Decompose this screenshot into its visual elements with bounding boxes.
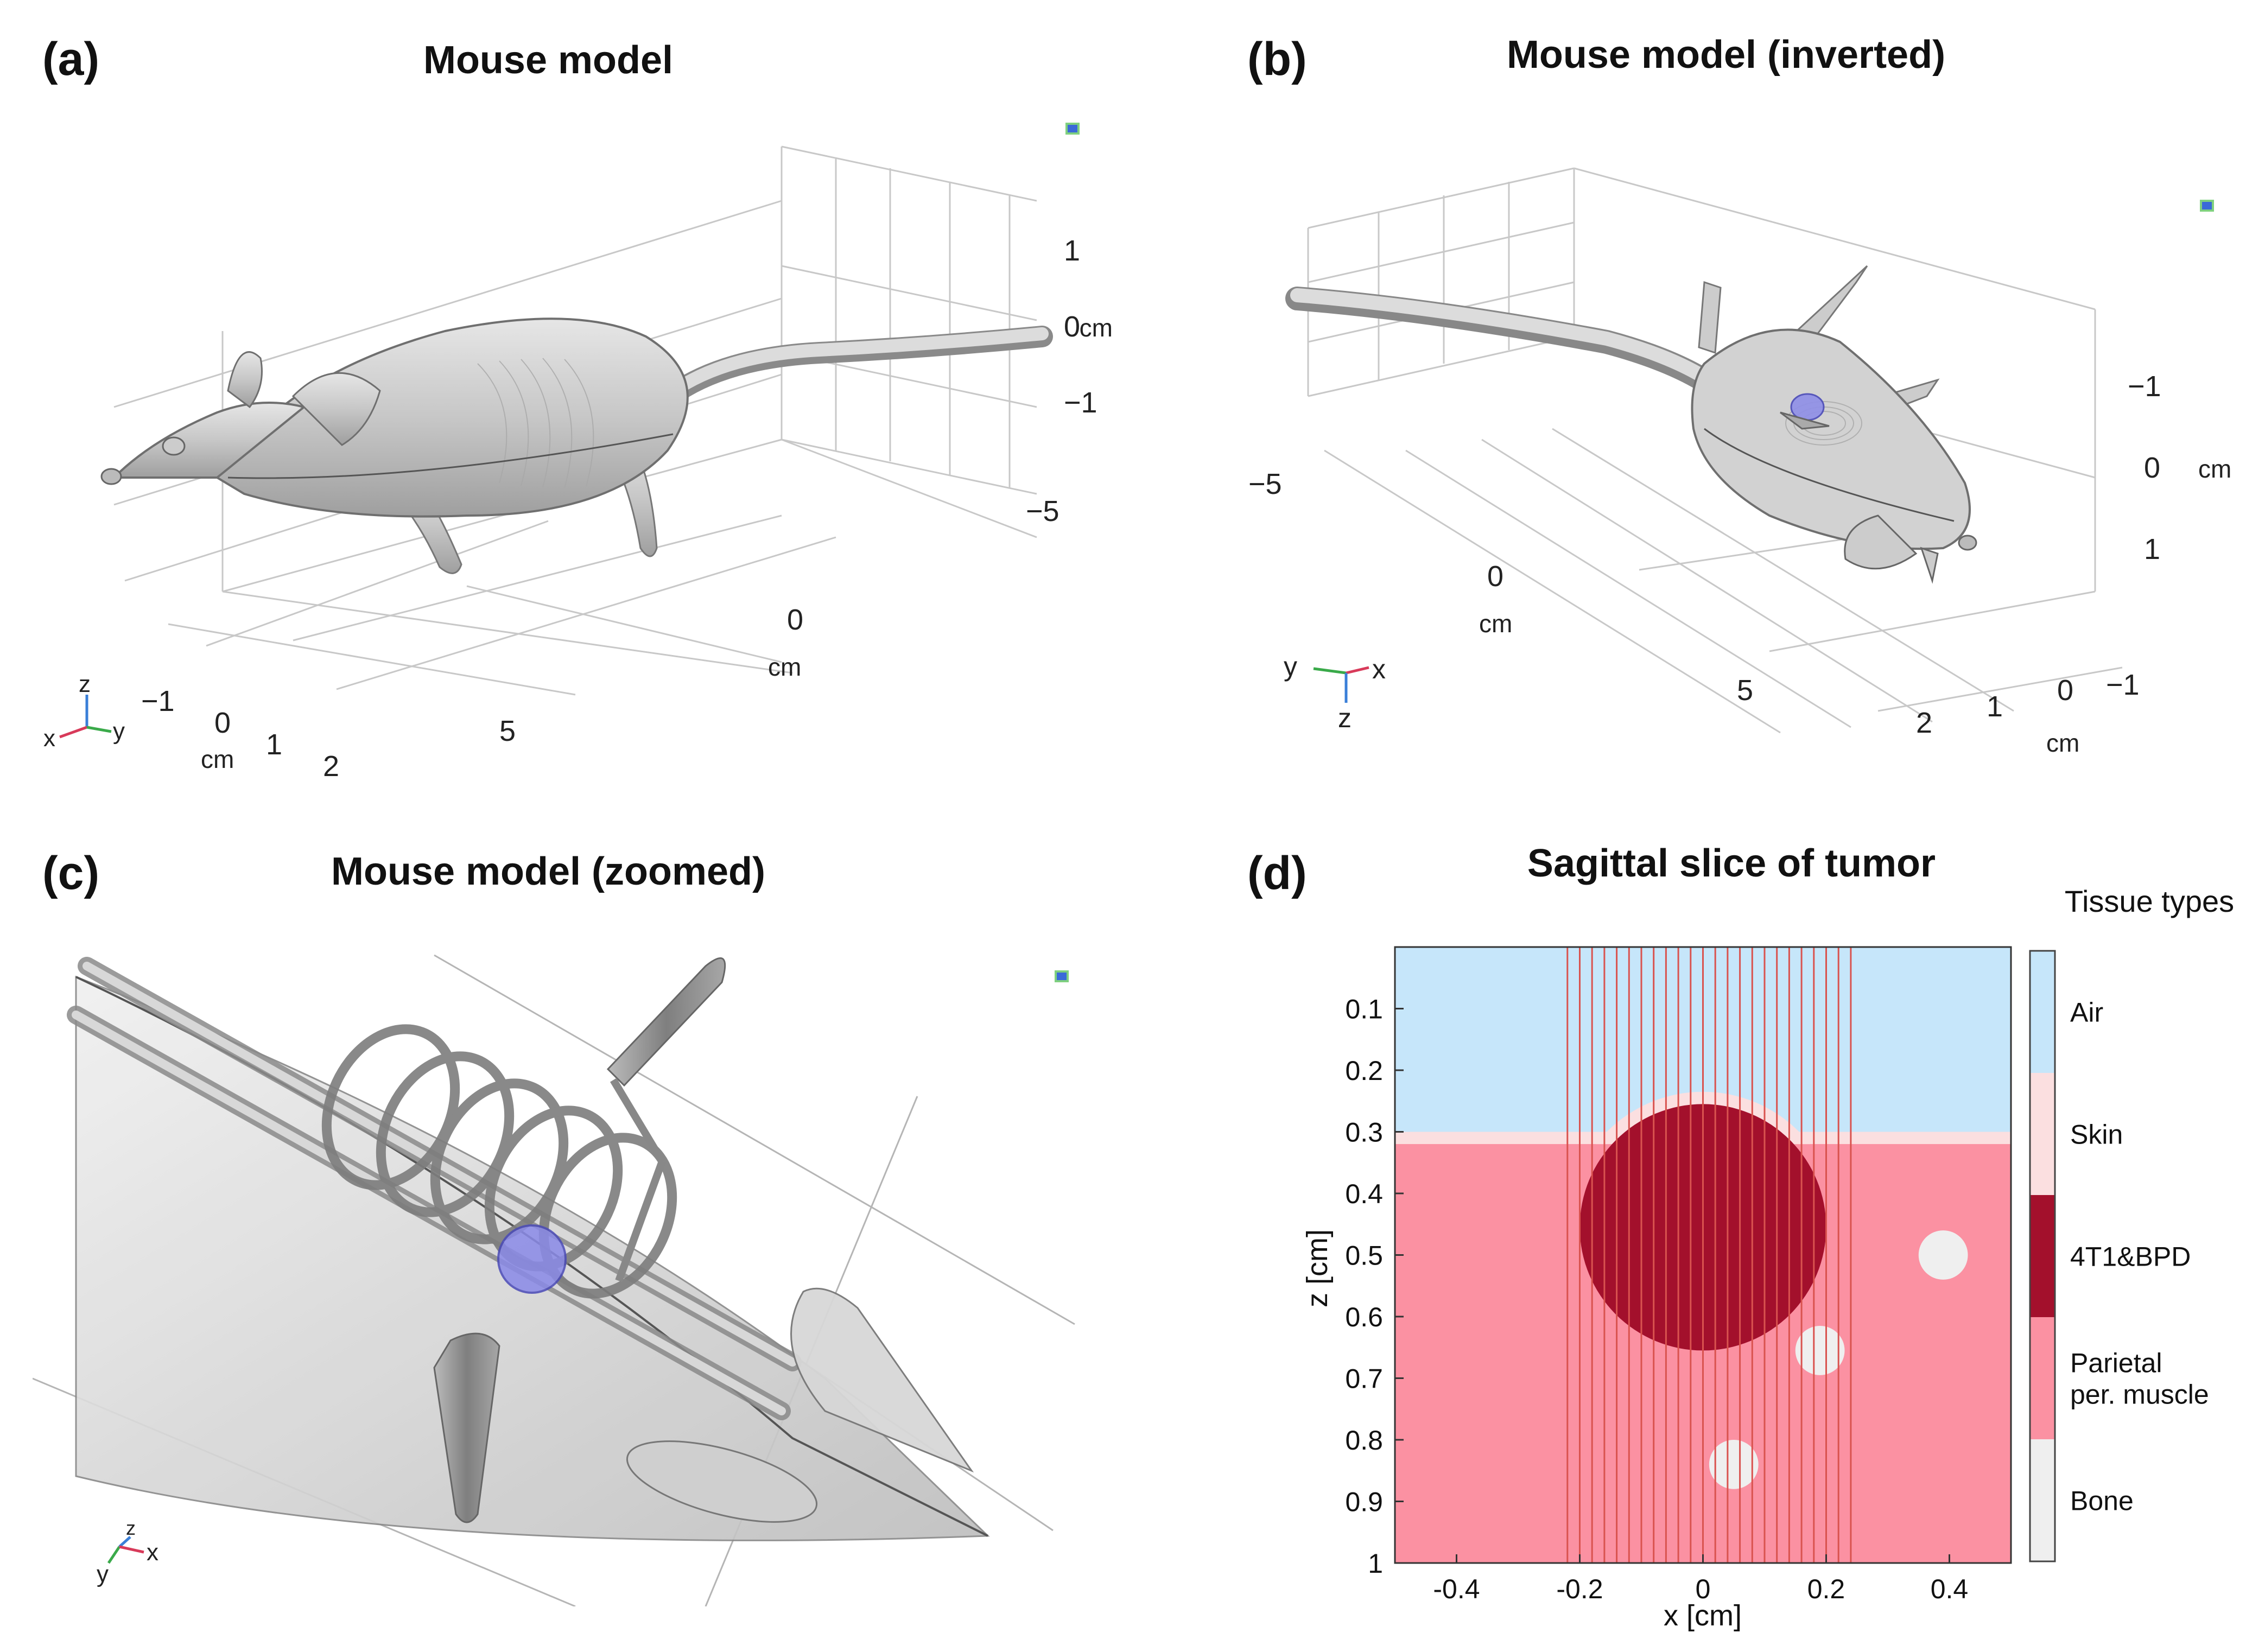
a-xticks-1: −1 [141, 685, 175, 717]
y-tick-label-3: 0.4 [1345, 1179, 1383, 1209]
colorbar-frame [2029, 950, 2056, 1562]
b-xunit: cm [2046, 729, 2079, 757]
colorbar-label-1: Skin [2070, 1120, 2123, 1150]
a-triad-x: x [43, 725, 55, 752]
panel-d-title: Sagittal slice of tumor [1527, 842, 1936, 885]
panel-c-title: Mouse model (zoomed) [331, 850, 765, 893]
b-yticks-2: 0 [1487, 560, 1503, 593]
colorbar-title: Tissue types [2065, 884, 2234, 918]
b-zticks-1: −1 [2128, 370, 2161, 403]
x-tick-label-0: -0.4 [1433, 1574, 1480, 1604]
y-tick-label-2: 0.3 [1345, 1117, 1383, 1148]
panel-b-title: Mouse model (inverted) [1506, 33, 1946, 77]
y-tick-label-5: 0.6 [1345, 1302, 1383, 1332]
panel-b-label: (b) [1247, 33, 1307, 85]
colorbar-segment-1 [2030, 1073, 2055, 1195]
x-axis-label: x [cm] [1664, 1599, 1742, 1632]
b-xticks-4: −1 [2106, 669, 2140, 701]
b-yticks-3: 5 [1737, 674, 1753, 707]
a-zunit: cm [1080, 314, 1113, 342]
b-triad-y: y [1284, 651, 1297, 682]
x-tick-label-2: 0 [1696, 1574, 1711, 1604]
plot-layers [1395, 947, 2011, 1563]
b-xticks-1: 2 [1916, 707, 1932, 739]
a-xticks-2: 0 [214, 707, 231, 739]
a-zticks-1: 1 [1064, 234, 1080, 267]
y-tick-label-8: 0.9 [1345, 1487, 1383, 1517]
b-yunit: cm [1479, 609, 1512, 638]
colorbar-label-2: 4T1&BPD [2070, 1242, 2191, 1272]
y-tick-label-6: 0.7 [1345, 1364, 1383, 1394]
panel-c-label: (c) [42, 847, 100, 899]
y-axis-label: z [cm] [1301, 1229, 1334, 1307]
b-view-icon [2200, 200, 2214, 212]
a-view-icon [1065, 123, 1080, 135]
bone-region-0 [1918, 1230, 1968, 1280]
panel-a-title: Mouse model [423, 39, 674, 82]
c-triad-z: z [126, 1517, 136, 1539]
a-yticks-1: −5 [1026, 495, 1059, 528]
y-tick-label-0: 0.1 [1345, 994, 1383, 1025]
a-axis-triad: z x y [43, 671, 125, 752]
colorbar-segment-2 [2030, 1195, 2055, 1317]
a-zticks-3: −1 [1064, 386, 1097, 419]
c-triad-x: x [147, 1539, 158, 1566]
a-triad-y: y [113, 718, 125, 745]
b-zticks-3: 1 [2144, 533, 2160, 566]
c-view-icon [1055, 970, 1069, 982]
colorbar-label-0: Air [2070, 997, 2103, 1028]
panel-a-mouse-render: 1 0 cm −1 −5 0 cm 5 −1 0 cm 1 2 z x y [43, 123, 1113, 783]
a-zticks-2: 0 [1064, 310, 1080, 343]
a-yunit: cm [768, 653, 801, 681]
a-xunit: cm [201, 745, 234, 773]
y-tick-label-9: 1 [1368, 1548, 1383, 1579]
panel-c-mouse-zoomed-render: y z x [33, 954, 1075, 1606]
bone-region-1 [1795, 1326, 1845, 1375]
plot-area: -0.4 -0.2 0 0.2 0.4 0.1 0.2 0.3 0.4 0.5 0.6 0.7 0.8 0… [1345, 946, 2012, 1604]
a-yticks-3: 5 [499, 715, 516, 747]
b-axis-triad: y x z [1284, 651, 1386, 733]
panel-a-label: (a) [42, 33, 100, 85]
b-triad-x: x [1372, 654, 1386, 684]
panel-d-label: (d) [1247, 847, 1307, 899]
colorbar-label-4: Bone [2070, 1486, 2134, 1516]
colorbar-segment-3 [2030, 1317, 2055, 1439]
b-yticks-1: −5 [1248, 468, 1282, 500]
bone-region-2 [1709, 1440, 1759, 1489]
a-yticks-2: 0 [787, 603, 803, 636]
b-zticks-2: 0 [2144, 452, 2160, 484]
c-triad-y: y [97, 1561, 109, 1587]
y-tick-label-7: 0.8 [1345, 1425, 1383, 1456]
b-zunit: cm [2198, 455, 2231, 483]
a-triad-z: z [79, 671, 91, 697]
b-triad-z: z [1338, 703, 1352, 733]
x-tick-label-4: 0.4 [1931, 1574, 1969, 1604]
a-xticks-3: 1 [266, 728, 282, 761]
b-xticks-3: 0 [2057, 674, 2073, 707]
y-tick-label-4: 0.5 [1345, 1241, 1383, 1271]
a-xticks-4: 2 [323, 750, 339, 783]
panel-d-sagittal-chart: -0.4 -0.2 0 0.2 0.4 0.1 0.2 0.3 0.4 0.5 0.6 0.7 0.8 0… [1301, 884, 2234, 1632]
colorbar-segment-0 [2030, 951, 2055, 1073]
panel-b-mouse-render: −1 0 cm 1 −5 0 cm 5 2 1 0 cm −1 y x z [1248, 167, 2231, 757]
c-axis-triad: y z x [97, 1517, 158, 1587]
colorbar-segment-4 [2030, 1439, 2055, 1561]
y-tick-label-1: 0.2 [1345, 1056, 1383, 1086]
b-xticks-2: 1 [1987, 690, 2003, 723]
x-tick-label-1: -0.2 [1556, 1574, 1603, 1604]
x-tick-label-3: 0.2 [1807, 1574, 1845, 1604]
